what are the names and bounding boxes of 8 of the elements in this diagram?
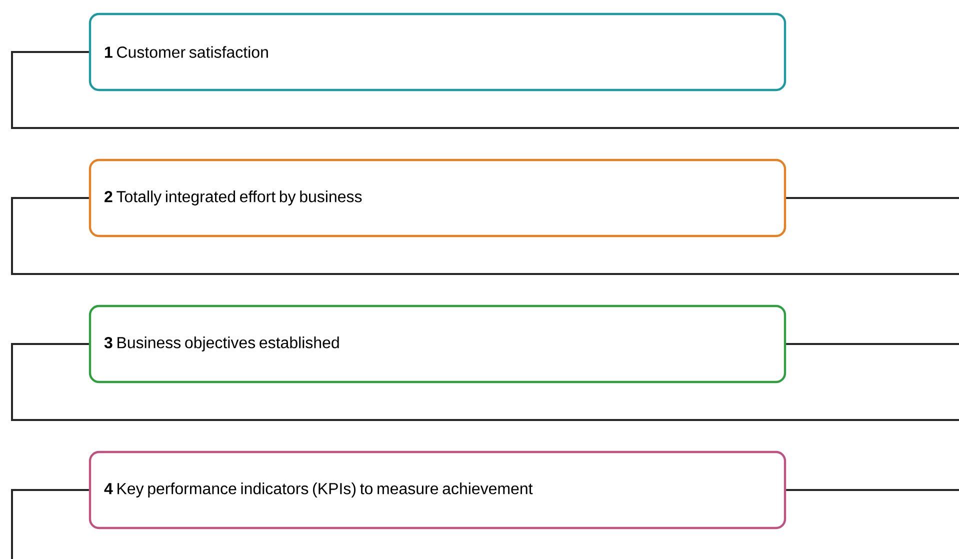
connector-line	[11, 197, 959, 345]
connector-line	[11, 51, 959, 199]
step-box: 1 Customer satisfaction	[88, 12, 786, 92]
step-box: 3 Business objectives established	[88, 304, 786, 384]
step-box: 2 Totally integrated effort by business	[88, 158, 786, 238]
step-box: 4 Key performance indicators (KPIs) to measure achievement	[88, 450, 786, 530]
connector-line	[11, 489, 89, 559]
connector-line	[11, 343, 959, 491]
